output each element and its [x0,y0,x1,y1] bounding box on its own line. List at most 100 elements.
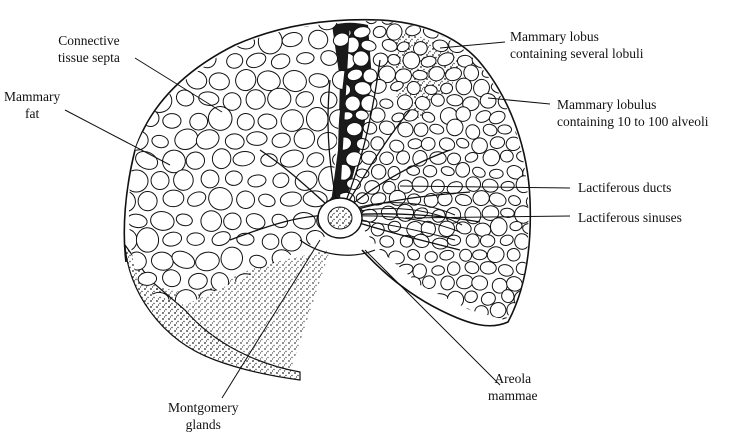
lobule-cell [184,68,210,92]
lobule-cell [175,212,193,227]
lobule-cell [481,321,497,334]
lobule-cell [406,307,420,317]
lobule-cell [337,249,353,264]
lobule-cell [429,151,446,165]
label-mammary-fat: Mammary fat [4,88,60,122]
lobule-cell [445,318,463,334]
lobule-cell [396,319,414,337]
lobule-cell [137,191,157,211]
lobule-cell [199,12,217,29]
lobule-cell [423,165,437,177]
lobule-cell [161,230,183,248]
lobule-cell [125,10,146,29]
lobule-cell [126,213,148,229]
lobule-cell [472,190,490,206]
lobule-cell [489,136,505,150]
lobule-cell [232,150,256,167]
lobule-cell [416,321,430,332]
lobule-cell [149,210,175,232]
lobule-cell [507,248,521,262]
lobule-cell [412,206,429,221]
lobule-cell [458,248,472,262]
lobule-cell [113,70,136,93]
lobule-cell [362,236,375,248]
lobule-cell [422,275,436,289]
lobule-cell [440,165,455,177]
lobule-cell [223,212,243,231]
lobule-cell [379,98,393,109]
lobule-cell [225,52,245,71]
lobule-cell [344,236,362,251]
lobule-cell [326,267,355,297]
lobule-cell [257,113,277,130]
lobule-cell [151,171,170,190]
label-mammary-lobus: Mammary lobus containing several lobuli [510,28,643,62]
lobule-cell [361,317,377,334]
lobule-cell [482,122,499,137]
label-mammary-lobulus: Mammary lobulus containing 10 to 100 alv… [557,96,708,130]
lobule-cell [163,34,181,47]
lobule-cell [387,250,405,266]
lobule-cell [395,288,413,305]
lobule-cell [480,93,497,109]
lobule-cell [473,304,490,320]
lobule-cell [211,147,232,169]
lobule-cell [379,291,397,306]
lobule-cell [296,52,314,65]
lobule-cell [506,79,523,96]
lobule-cell [489,169,503,178]
lobule-cell [498,11,516,29]
lobule-cell [446,94,463,107]
lobule-cell [407,81,420,94]
lobule-cell [412,10,429,25]
lobule-cell [464,37,484,56]
lobule-cell [507,194,522,207]
lobule-cell [162,71,182,88]
lobule-cell [163,114,181,129]
lobule-cell [447,235,461,246]
lobule-cell [281,31,304,49]
lobule-cell [315,130,339,153]
lobule-cell [379,204,398,222]
lobule-cell [271,131,292,149]
lobule-cell [362,121,377,135]
lobule-cell [317,291,344,312]
lobule-cell [225,133,245,150]
lobule-cell [293,212,316,230]
lobule-cell [516,317,535,334]
lobule-cell [271,170,292,190]
lobule-cell [200,169,221,190]
lobule-cell [353,50,370,66]
lobule-cell [384,304,404,322]
lobule-cell [396,120,416,139]
lobule-cell [292,168,319,194]
lobule-cell [133,148,161,173]
lobule-cell [500,150,513,162]
lobule-cell [455,25,472,42]
lobule-cell [371,164,387,180]
lobule-cell [262,233,280,250]
lobule-cell [194,250,221,273]
lobule-cell [234,189,256,211]
lobule-cell [481,10,501,27]
lobule-cell [514,13,531,27]
lobule-cell [219,245,246,272]
lobule-cell [524,135,541,151]
lobule-cell [480,235,494,247]
nipple-inner [328,207,352,229]
lobule-cell [380,11,396,26]
lobule-cell [113,110,134,129]
lobule-cell [439,249,455,261]
lobule-cell [305,150,326,169]
lobule-cell [491,56,507,68]
lobule-cell [236,112,256,132]
lobule-cell [174,87,196,108]
lobule-cell [346,293,362,306]
lobule-cell [448,37,466,53]
lobule-cell [397,263,414,276]
lobule-cell [185,151,205,170]
label-connective-tissue: Connective tissue septa [58,32,120,66]
lobule-cell [247,132,268,146]
lobule-cell [446,261,461,276]
